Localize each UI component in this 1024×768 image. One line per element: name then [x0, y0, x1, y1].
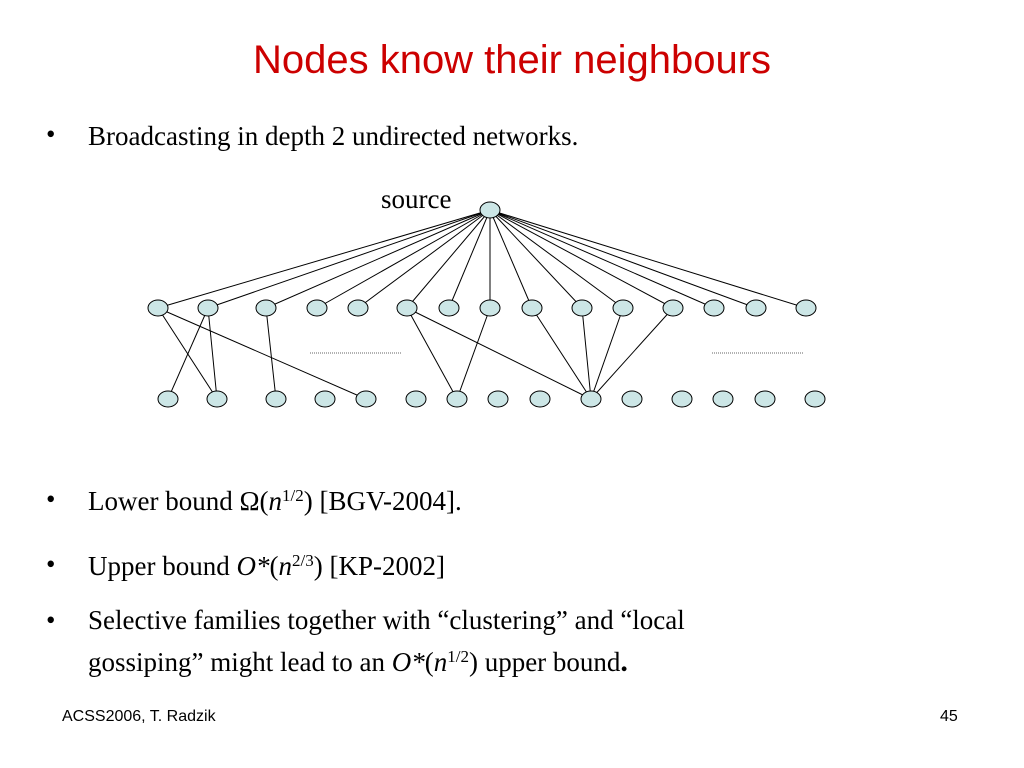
middle-node [612, 299, 634, 317]
edge [406, 307, 592, 400]
edge [167, 307, 209, 400]
bottom-node [580, 390, 602, 408]
edge [590, 307, 624, 400]
edge [157, 307, 367, 400]
upper-bound-exp: 2/3 [291, 551, 314, 570]
bullet-lower-bound: Lower bound Ω(n1/2) [BGV-2004]. [88, 481, 988, 522]
bottom-node [446, 390, 468, 408]
source-label: source [381, 184, 452, 214]
edge [531, 307, 592, 400]
upper-bound-text: Upper bound [88, 551, 237, 581]
middle-node [662, 299, 684, 317]
bottom-node [671, 390, 693, 408]
edge [207, 307, 218, 400]
selective-paren: ( [424, 647, 434, 677]
slide-number: 45 [940, 708, 958, 725]
edge [406, 307, 458, 400]
bottom-node [314, 390, 336, 408]
footer-author: ACSS2006, T. Radzik [62, 708, 216, 725]
lower-bound-var: n [268, 486, 283, 516]
edge [357, 209, 491, 309]
middle-node [745, 299, 767, 317]
bottom-node [405, 390, 427, 408]
bottom-node [206, 390, 228, 408]
middle-node [438, 299, 460, 317]
bottom-node [621, 390, 643, 408]
bottom-node [754, 390, 776, 408]
edge [489, 209, 533, 309]
bottom-node [157, 390, 179, 408]
selective-tail: ) upper bound [468, 647, 621, 677]
edge [207, 209, 491, 309]
lower-bound-ref: ) [BGV-2004]. [303, 486, 462, 516]
bullet-selective-families: Selective families together with “cluste… [88, 600, 988, 683]
middle-node [255, 299, 277, 317]
bullet-upper-bound: Upper bound O*(n2/3) [KP-2002] [88, 546, 988, 587]
middle-node [306, 299, 328, 317]
selective-period: . [620, 645, 628, 678]
lower-bound-exp: 1/2 [282, 486, 304, 505]
upper-bound-paren: ( [269, 551, 279, 581]
selective-exp: 1/2 [447, 647, 469, 666]
bullet-marker: • [46, 484, 56, 514]
slide-title: Nodes know their neighbours [252, 38, 772, 82]
edge [489, 209, 757, 309]
bottom-node [529, 390, 551, 408]
bottom-node [712, 390, 734, 408]
middle-node [795, 299, 817, 317]
middle-node [479, 299, 501, 317]
bullet-marker: • [46, 605, 56, 635]
upper-bound-var: n [278, 551, 292, 581]
upper-bound-ref: ) [KP-2002] [313, 551, 445, 581]
middle-node [703, 299, 725, 317]
middle-node [571, 299, 593, 317]
bottom-node [487, 390, 509, 408]
bullet-marker: • [46, 549, 56, 579]
edge [448, 209, 491, 309]
bottom-node [355, 390, 377, 408]
edge [316, 209, 491, 309]
middle-node [347, 299, 369, 317]
bottom-node [265, 390, 287, 408]
edge [265, 209, 491, 309]
edge [590, 307, 674, 400]
edge [265, 307, 277, 400]
edge [489, 209, 583, 309]
source-node [479, 201, 501, 219]
upper-bound-op: O* [236, 551, 270, 581]
bullet-broadcasting: Broadcasting in depth 2 undirected netwo… [88, 121, 579, 151]
middle-node [396, 299, 418, 317]
edge [406, 209, 491, 309]
middle-node [521, 299, 543, 317]
edge [489, 209, 674, 309]
edge [489, 209, 624, 309]
bottom-node [804, 390, 826, 408]
selective-var: n [433, 647, 448, 677]
edge [157, 209, 491, 309]
lower-bound-text: Lower bound Ω( [88, 486, 269, 516]
middle-node [147, 299, 169, 317]
selective-line-1: Selective families together with “cluste… [88, 605, 685, 635]
selective-text: gossiping” might lead to an [88, 647, 392, 677]
edge [489, 209, 807, 309]
bullet-marker: • [46, 119, 56, 149]
edge [581, 307, 592, 400]
edge [489, 209, 715, 309]
middle-node [197, 299, 219, 317]
selective-op: O* [391, 647, 425, 677]
edge [456, 307, 491, 400]
selective-line-2: gossiping” might lead to an O*(n1/2) upp… [88, 641, 988, 683]
